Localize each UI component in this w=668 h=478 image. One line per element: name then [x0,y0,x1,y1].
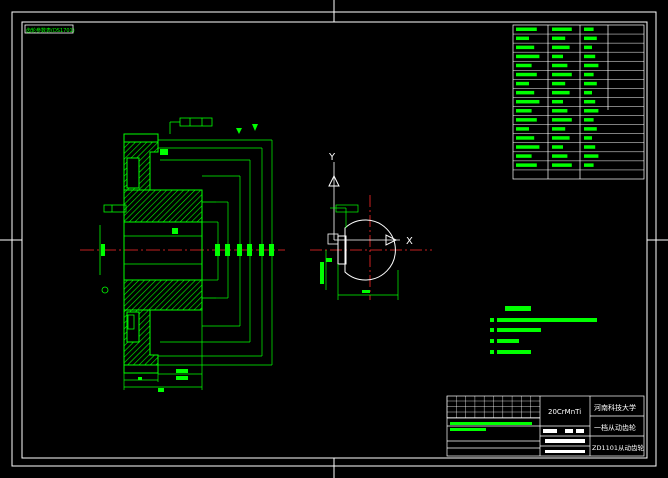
title-block-fill-marks [543,429,585,453]
parameter-cell-mark [584,163,594,167]
parameter-cell-mark [552,90,570,95]
slot-upper [126,157,140,189]
keyway-dimension-marks [320,258,370,293]
parameter-cell-mark [552,27,572,31]
geometric-tolerance-frames [99,117,213,330]
parameter-cell-mark [516,163,537,167]
keyway-dimensions [325,204,399,300]
parameter-cell-mark [516,81,529,86]
parameter-cell-mark [552,63,568,68]
parameter-cell-mark [552,163,572,167]
gear-parameter-table [512,24,645,180]
corner-tag: 齿轮参数表(DS1701) [26,27,75,34]
surface-roughness-marks [101,124,258,256]
y-axis-label: Y [328,152,336,163]
part-name: 一档从动齿轮 [594,423,636,432]
diameter-dimension-marks [215,244,274,256]
keyway-end-view[interactable]: Y X [310,152,432,300]
parameter-cell-mark [552,154,568,158]
parameter-cell-mark [516,99,540,104]
corner-tag-box [24,24,74,34]
parameter-cell-mark [552,72,572,77]
parameter-cell-mark [516,45,535,50]
title-block-grid [446,396,540,418]
parameter-cell-mark [584,54,596,59]
material-code: 20CrMnTi [548,408,581,416]
gear-section-view[interactable] [80,117,285,392]
parameter-cell-mark [516,118,537,122]
parameter-cell-mark [584,81,597,86]
parameter-table-rows [513,27,644,171]
parameter-cell-mark [552,127,566,131]
parameter-cell-mark [584,90,592,95]
parameter-cell-mark [584,109,599,113]
parameter-cell-mark [552,136,570,140]
section-bore [123,221,203,281]
parameter-cell-mark [516,145,540,149]
school-name: 河南科技大学 [594,403,636,412]
parameter-cell-mark [552,54,563,59]
parameter-cell-mark [552,81,566,86]
parameter-cell-mark [516,36,529,41]
parameter-cell-mark [584,154,599,158]
technical-requirements [490,306,597,354]
parameter-cell-mark [516,63,532,68]
parameter-cell-mark [584,63,599,68]
parameter-cell-mark [516,109,532,113]
parameter-cell-mark [584,136,592,140]
x-axis-arrow [385,234,398,246]
parameter-cell-mark [516,136,535,140]
x-axis-label: X [406,236,413,247]
tooth-rim-lower [123,364,159,374]
parameter-cell-mark [584,27,594,31]
parameter-cell-mark [552,45,570,50]
slot-lower [126,311,140,343]
parameter-cell-mark [584,127,597,131]
width-dimensions [123,310,203,390]
parameter-cell-mark [552,109,568,113]
parameter-cell-mark [584,99,596,104]
datum-circle [101,286,109,294]
parameter-cell-mark [516,72,537,77]
parameter-cell-mark [552,145,563,149]
parameter-cell-mark [516,54,540,59]
parameter-cell-mark [552,99,563,104]
parameter-cell-mark [516,127,529,131]
title-block [446,395,645,457]
ucs-origin-box [327,233,339,245]
parameter-cell-mark [516,27,537,31]
tooth-rim-upper [123,133,159,143]
y-axis-arrow [328,174,340,187]
keyway-slot [337,235,347,265]
parameter-cell-mark [584,45,592,50]
parameter-cell-mark [552,118,572,122]
parameter-cell-mark [516,154,532,158]
width-dimension-marks [138,369,188,392]
drawing-number: ZD1101从动齿轮 [592,443,645,452]
parameter-cell-mark [584,36,597,41]
bore-with-keyway [344,219,396,281]
parameter-cell-mark [584,72,594,77]
parameter-cell-mark [584,145,596,149]
parameter-cell-mark [552,36,566,41]
parameter-cell-mark [516,90,535,95]
parameter-cell-mark [584,118,594,122]
title-block-signature-marks [450,422,532,431]
